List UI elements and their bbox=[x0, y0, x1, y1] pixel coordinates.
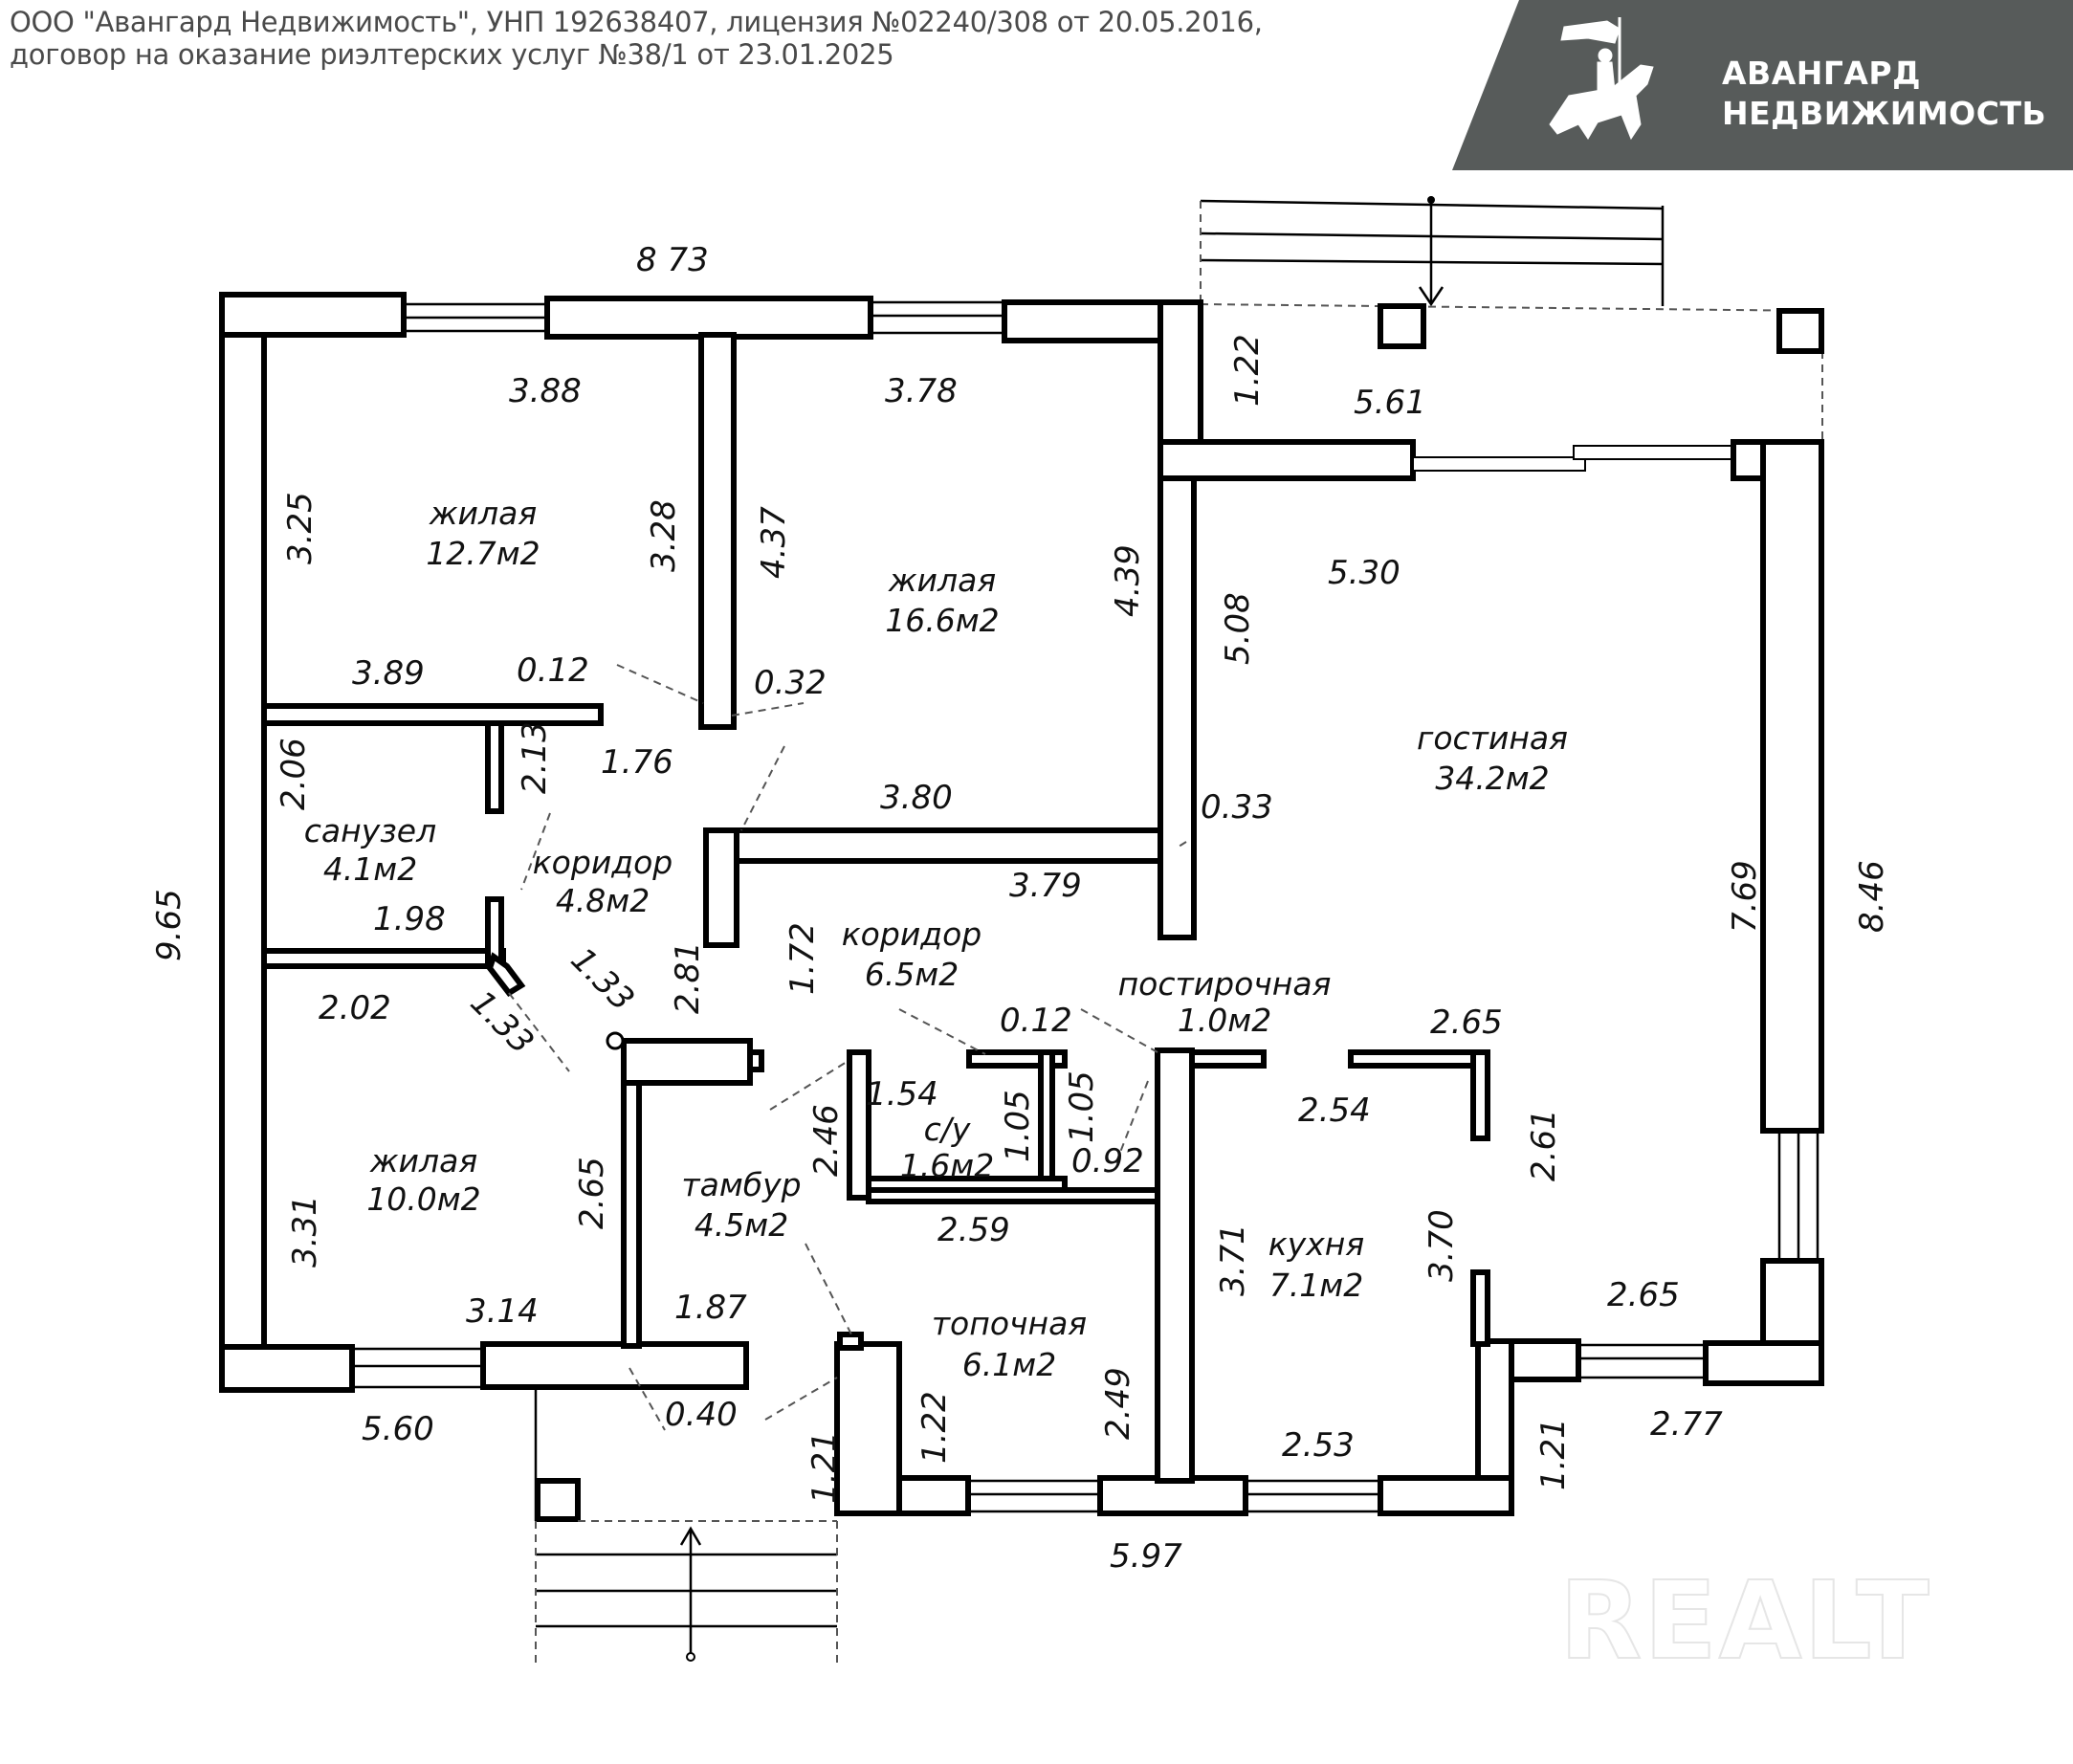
dim-boiler-right: 2.49 bbox=[1099, 1367, 1137, 1440]
room-area: 4.1м2 bbox=[323, 850, 417, 888]
dim-room3-right: 2.65 bbox=[573, 1157, 611, 1229]
header-line-2: договор на оказание риэлтерских услуг №3… bbox=[10, 38, 894, 71]
dim-kitchen-left: 3.71 bbox=[1214, 1224, 1252, 1296]
room-name: санузел bbox=[304, 812, 436, 849]
dim-room3-bottom: 3.14 bbox=[466, 1292, 539, 1331]
header-line-1: ООО "Авангард Недвижимость", УНП 1926384… bbox=[10, 6, 1263, 38]
dim-bottom-right: 2.77 bbox=[1650, 1405, 1723, 1444]
dim-boiler-top: 2.59 bbox=[937, 1211, 1010, 1249]
dim-room1-inner-height: 3.28 bbox=[645, 499, 683, 572]
dim-kitchen-ext-right: 2.61 bbox=[1525, 1109, 1563, 1181]
room-name: кухня bbox=[1268, 1225, 1364, 1263]
entrance-porch bbox=[534, 1387, 838, 1663]
room-name: тамбур bbox=[681, 1166, 801, 1203]
room-area: 10.0м2 bbox=[366, 1180, 480, 1218]
dim-living-width: 5.30 bbox=[1328, 554, 1400, 592]
walls bbox=[219, 292, 1824, 1516]
dim-living-right: 7.69 bbox=[1726, 860, 1764, 933]
dim-wall-012-a: 0.12 bbox=[517, 651, 589, 690]
room-name: жилая bbox=[369, 1142, 477, 1180]
room-area: 4.5м2 bbox=[695, 1206, 788, 1244]
dim-bath-height: 2.06 bbox=[275, 738, 313, 810]
dim-room2-left: 4.37 bbox=[755, 506, 793, 579]
dim-bath-right: 2.13 bbox=[516, 721, 554, 794]
room-labels: жилая 12.7м2 жилая 16.6м2 гостиная 34.2м… bbox=[304, 495, 1568, 1383]
room-name: топочная bbox=[932, 1305, 1087, 1342]
room-area: 16.6м2 bbox=[885, 602, 999, 639]
dim-kitchen-bottom: 2.53 bbox=[1282, 1426, 1355, 1465]
dim-bottom-left: 5.60 bbox=[362, 1410, 434, 1448]
room-area: 4.8м2 bbox=[556, 882, 650, 919]
dim-wc-top: 1.54 bbox=[866, 1075, 938, 1114]
room-name: жилая bbox=[888, 562, 996, 599]
dim-corr2-left: 1.72 bbox=[783, 922, 822, 995]
top-steps bbox=[1200, 196, 1823, 446]
agency-logo-banner: АВАНГАРД НЕДВИЖИМОСТЬ bbox=[1444, 0, 2073, 172]
dim-kitchen-right: 3.70 bbox=[1422, 1209, 1461, 1282]
banner-background bbox=[1452, 0, 2073, 170]
room-name: коридор bbox=[842, 915, 981, 953]
dim-terrace-width: 5.61 bbox=[1354, 384, 1426, 422]
room-name: гостиная bbox=[1417, 719, 1568, 757]
dim-room2-right: 4.39 bbox=[1109, 544, 1147, 617]
dimension-labels: 8 73 3.88 3.78 5.61 5.30 3.89 0.12 0.32 … bbox=[150, 241, 1891, 1576]
dim-room2-width: 3.78 bbox=[885, 372, 958, 410]
dim-porch-right-depth: 1.21 bbox=[1534, 1418, 1573, 1490]
room-area: 7.1м2 bbox=[1269, 1267, 1363, 1304]
dim-right-total: 8.46 bbox=[1853, 860, 1891, 933]
dim-room1-height: 3.25 bbox=[281, 492, 320, 564]
room-area: 34.2м2 bbox=[1435, 760, 1549, 797]
dim-wc-right: 1.05 bbox=[999, 1090, 1037, 1162]
agency-license-header: ООО "Авангард Недвижимость", УНП 1926384… bbox=[10, 6, 1263, 71]
brand-line-1: АВАНГАРД bbox=[1722, 55, 1921, 92]
dim-corr1-diag-a: 1.33 bbox=[563, 940, 642, 1019]
room-area: 12.7м2 bbox=[426, 535, 540, 572]
dim-boiler-left: 1.22 bbox=[915, 1391, 954, 1464]
dim-bottom-center: 5.97 bbox=[1110, 1537, 1182, 1576]
dim-kitchen-ext-bottom: 2.65 bbox=[1607, 1276, 1680, 1314]
dim-terrace-depth: 1.22 bbox=[1228, 334, 1267, 407]
dim-laundry-bottom: 0.92 bbox=[1071, 1142, 1144, 1180]
dim-kitchen-top: 2.54 bbox=[1298, 1091, 1371, 1130]
dim-vest-bottom: 1.87 bbox=[674, 1289, 747, 1327]
terrace-column-right bbox=[1776, 308, 1824, 354]
dim-corr1-height: 2.81 bbox=[669, 941, 707, 1014]
knight-on-horse-icon bbox=[1549, 17, 1654, 141]
room-area: 1.6м2 bbox=[900, 1147, 994, 1184]
terrace-column-left bbox=[1378, 303, 1426, 349]
dim-living-left: 5.08 bbox=[1219, 592, 1257, 665]
dim-wall-040: 0.40 bbox=[665, 1396, 738, 1434]
dim-wall-032: 0.32 bbox=[754, 664, 827, 702]
dim-room3-top: 2.02 bbox=[319, 989, 391, 1027]
dim-wc-left: 2.46 bbox=[807, 1104, 846, 1177]
dim-left-total: 9.65 bbox=[150, 889, 188, 961]
dim-top-total: 8 73 bbox=[636, 241, 709, 279]
dim-room1-width: 3.88 bbox=[509, 372, 582, 410]
room-name: коридор bbox=[533, 844, 673, 881]
brand-line-2: НЕДВИЖИМОСТЬ bbox=[1722, 95, 2047, 132]
dim-porch-depth: 1.21 bbox=[805, 1431, 844, 1504]
dim-corr1-width: 1.76 bbox=[601, 743, 673, 782]
room-name: жилая bbox=[429, 495, 537, 532]
dim-bath-width: 1.98 bbox=[373, 900, 446, 938]
dim-room2-bottom: 3.80 bbox=[880, 779, 953, 817]
room-name: с/у bbox=[924, 1111, 971, 1148]
dim-room1-bottom: 3.89 bbox=[352, 654, 425, 693]
leader-lines bbox=[508, 664, 1187, 1431]
realt-watermark: REALT bbox=[1558, 1558, 1931, 1685]
room-name: постирочная bbox=[1118, 965, 1332, 1003]
room-area: 1.0м2 bbox=[1178, 1002, 1271, 1039]
dim-kitchen-ext-top: 2.65 bbox=[1430, 1003, 1503, 1042]
brand-name: АВАНГАРД НЕДВИЖИМОСТЬ bbox=[1722, 54, 2046, 134]
dim-laundry-left: 1.05 bbox=[1063, 1070, 1101, 1143]
dim-wall-033: 0.33 bbox=[1201, 788, 1273, 827]
dim-room3-left: 3.31 bbox=[286, 1195, 324, 1268]
room-area: 6.1м2 bbox=[962, 1346, 1056, 1383]
dim-corr1-diag-b: 1.33 bbox=[463, 983, 541, 1062]
room-area: 6.5м2 bbox=[865, 956, 959, 993]
dim-corr2-top: 3.79 bbox=[1009, 867, 1082, 905]
dim-wall-012-b: 0.12 bbox=[1000, 1002, 1072, 1040]
